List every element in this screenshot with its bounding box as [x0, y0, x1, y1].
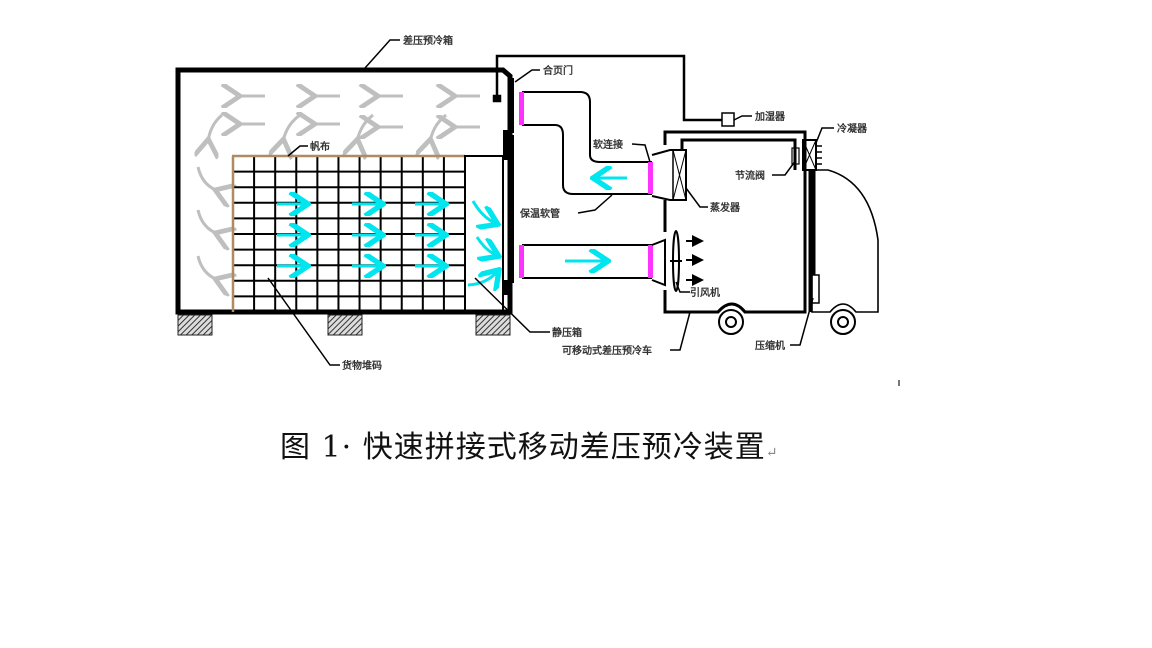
- leader-lines: [267, 39, 834, 366]
- label-insulated-hose: 保温软管: [519, 207, 560, 220]
- return-air-arrows: [198, 96, 480, 280]
- insulated-hose: [522, 91, 652, 195]
- cold-air-arrows-cargo: [277, 204, 443, 266]
- humidifier-pipe: [492, 54, 735, 127]
- label-throttle-valve: 节流阀: [735, 169, 765, 182]
- label-precooling-box: 差压预冷箱: [403, 34, 453, 47]
- support-foot: [475, 314, 511, 336]
- flexible-joint-lower-left: [519, 245, 524, 278]
- label-flexible-joint: 软连接: [593, 138, 623, 151]
- cargo-stack-grid: [233, 156, 466, 312]
- humidifier: [721, 112, 735, 127]
- label-compressor: 压缩机: [755, 339, 785, 352]
- paragraph-mark: ↵: [765, 445, 779, 461]
- supply-duct: [522, 244, 652, 279]
- mobile-precooling-vehicle: [651, 130, 879, 335]
- wheel: [830, 309, 856, 335]
- evaporator: [672, 149, 687, 201]
- label-humidifier: 加湿器: [754, 110, 786, 123]
- figure-caption: 图 1· 快速拼接式移动差压预冷装置↵: [280, 422, 778, 466]
- label-mobile-vehicle: 可移动式差压预冷车: [562, 344, 652, 357]
- label-evaporator: 蒸发器: [710, 201, 741, 214]
- label-induced-fan: 引风机: [690, 286, 720, 299]
- wheel: [718, 309, 744, 335]
- compressor: [809, 274, 820, 304]
- text-cursor-mark: [898, 380, 900, 386]
- label-canvas: 帆布: [310, 140, 330, 153]
- flexible-joint-lower-right: [648, 245, 653, 278]
- throttle-valve: [791, 147, 800, 165]
- label-cargo-stack: 货物堆码: [342, 359, 382, 372]
- hinge-door: [503, 78, 514, 295]
- static-pressure-box: [464, 155, 504, 313]
- support-foot: [177, 314, 213, 336]
- label-hinge-door: 合页门: [542, 64, 573, 77]
- flexible-joint-upper-left: [519, 92, 524, 125]
- label-condenser: 冷凝器: [837, 122, 868, 135]
- flexible-joint-upper-right: [648, 162, 653, 194]
- support-foot: [327, 314, 363, 336]
- condenser: [802, 139, 817, 171]
- label-static-pressure-box: 静压箱: [552, 326, 582, 339]
- diagram-labels: 差压预冷箱 合页门 帆布 软连接 加湿器 冷凝器 节流阀 蒸发器 保温软管 引风…: [310, 34, 868, 372]
- caption-text: 图 1· 快速拼接式移动差压预冷装置: [280, 430, 766, 465]
